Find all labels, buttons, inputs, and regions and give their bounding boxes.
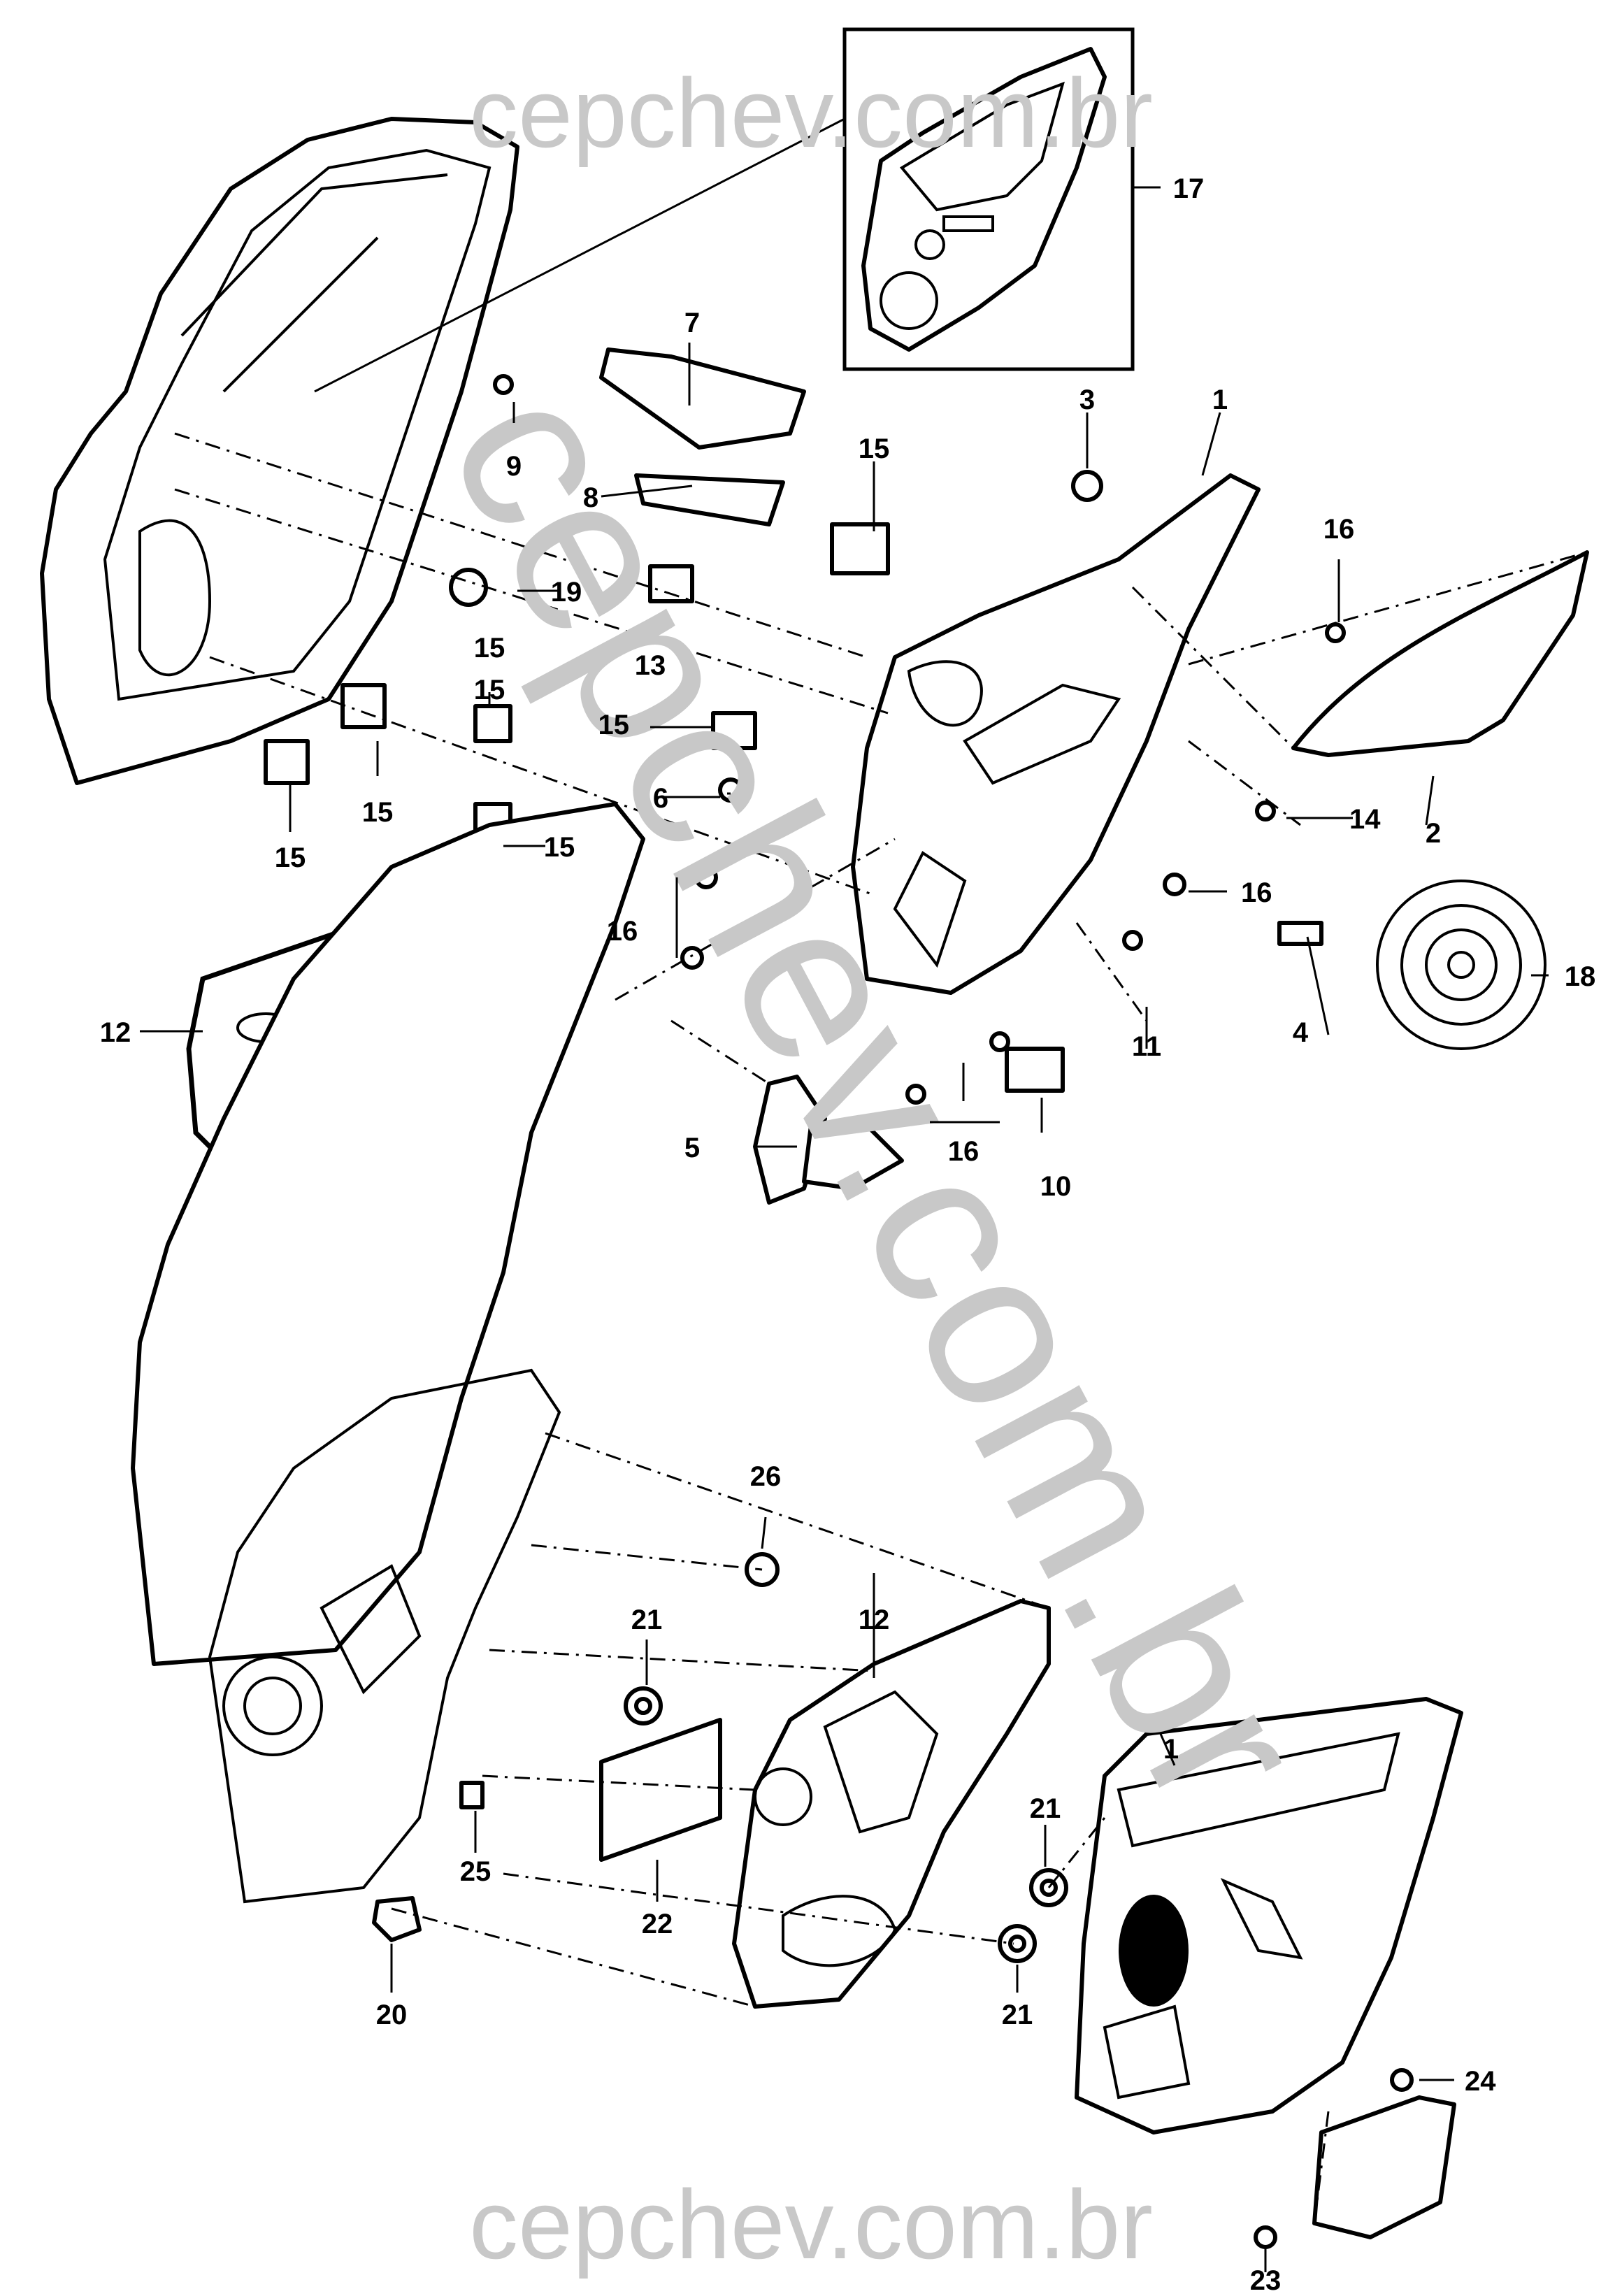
callout-16d: 16 (948, 1136, 979, 1167)
callout-15c: 15 (598, 710, 630, 740)
callout-25: 25 (460, 1856, 491, 1887)
callout-labels: 1 2 3 4 5 6 7 8 9 10 11 12 13 14 15 15 1… (100, 173, 1596, 2296)
callout-1b: 1 (1163, 1734, 1179, 1765)
callout-17: 17 (1173, 173, 1205, 204)
callout-16c: 16 (607, 916, 638, 947)
callout-12a: 12 (100, 1017, 131, 1048)
door-trim-panel-bottom (1075, 1697, 1463, 2134)
callout-18: 18 (1565, 961, 1596, 992)
callout-9: 9 (506, 451, 522, 482)
callout-8: 8 (583, 482, 598, 513)
callout-23: 23 (1250, 2265, 1282, 2296)
callout-15a: 15 (859, 433, 890, 464)
callout-24: 24 (1465, 2066, 1496, 2097)
callout-26: 26 (750, 1461, 782, 1492)
callout-11: 11 (1132, 1031, 1161, 1062)
callout-7: 7 (684, 308, 700, 338)
door-body-bottom (131, 802, 645, 1904)
small-parts-top (264, 347, 1346, 1205)
callout-15g: 15 (474, 675, 505, 705)
callout-21c: 21 (1002, 2000, 1033, 2030)
callout-15e: 15 (275, 842, 306, 873)
callout-5: 5 (684, 1133, 700, 1163)
callout-15d: 15 (362, 797, 394, 828)
callout-21a: 21 (631, 1605, 663, 1635)
part-22-pad (599, 1718, 722, 1862)
watermark-top: cepchev.com.br (469, 58, 1153, 168)
dashed-guides-bottom (391, 1432, 1330, 2224)
inset-box-17 (842, 27, 1135, 371)
callout-13: 13 (635, 650, 666, 681)
callout-20: 20 (376, 2000, 408, 2030)
part-2 (1291, 550, 1589, 757)
callout-4: 4 (1293, 1017, 1309, 1048)
callout-10: 10 (1040, 1171, 1072, 1202)
callout-12b: 12 (859, 1605, 890, 1635)
callout-3: 3 (1079, 385, 1095, 415)
callout-16a: 16 (1323, 514, 1355, 545)
callout-6: 6 (653, 783, 668, 814)
part-18-coil (1376, 880, 1546, 1050)
part-23-cover (1312, 2095, 1456, 2239)
door-trim-panel-top (851, 473, 1261, 995)
dashed-guides-top (174, 432, 1588, 1085)
callout-14: 14 (1349, 804, 1381, 835)
watermark-bottom: cepchev.com.br (469, 2169, 1153, 2279)
door-frame-top (40, 117, 519, 785)
leader-lines (140, 186, 1549, 2272)
callout-15f: 15 (544, 832, 575, 863)
callout-19: 19 (551, 577, 582, 608)
callout-21b: 21 (1030, 1793, 1061, 1824)
callout-2: 2 (1426, 818, 1441, 849)
callout-15b: 15 (474, 633, 505, 663)
callout-16b: 16 (1241, 877, 1272, 908)
callout-22: 22 (642, 1909, 673, 1939)
callout-1a: 1 (1212, 385, 1228, 415)
